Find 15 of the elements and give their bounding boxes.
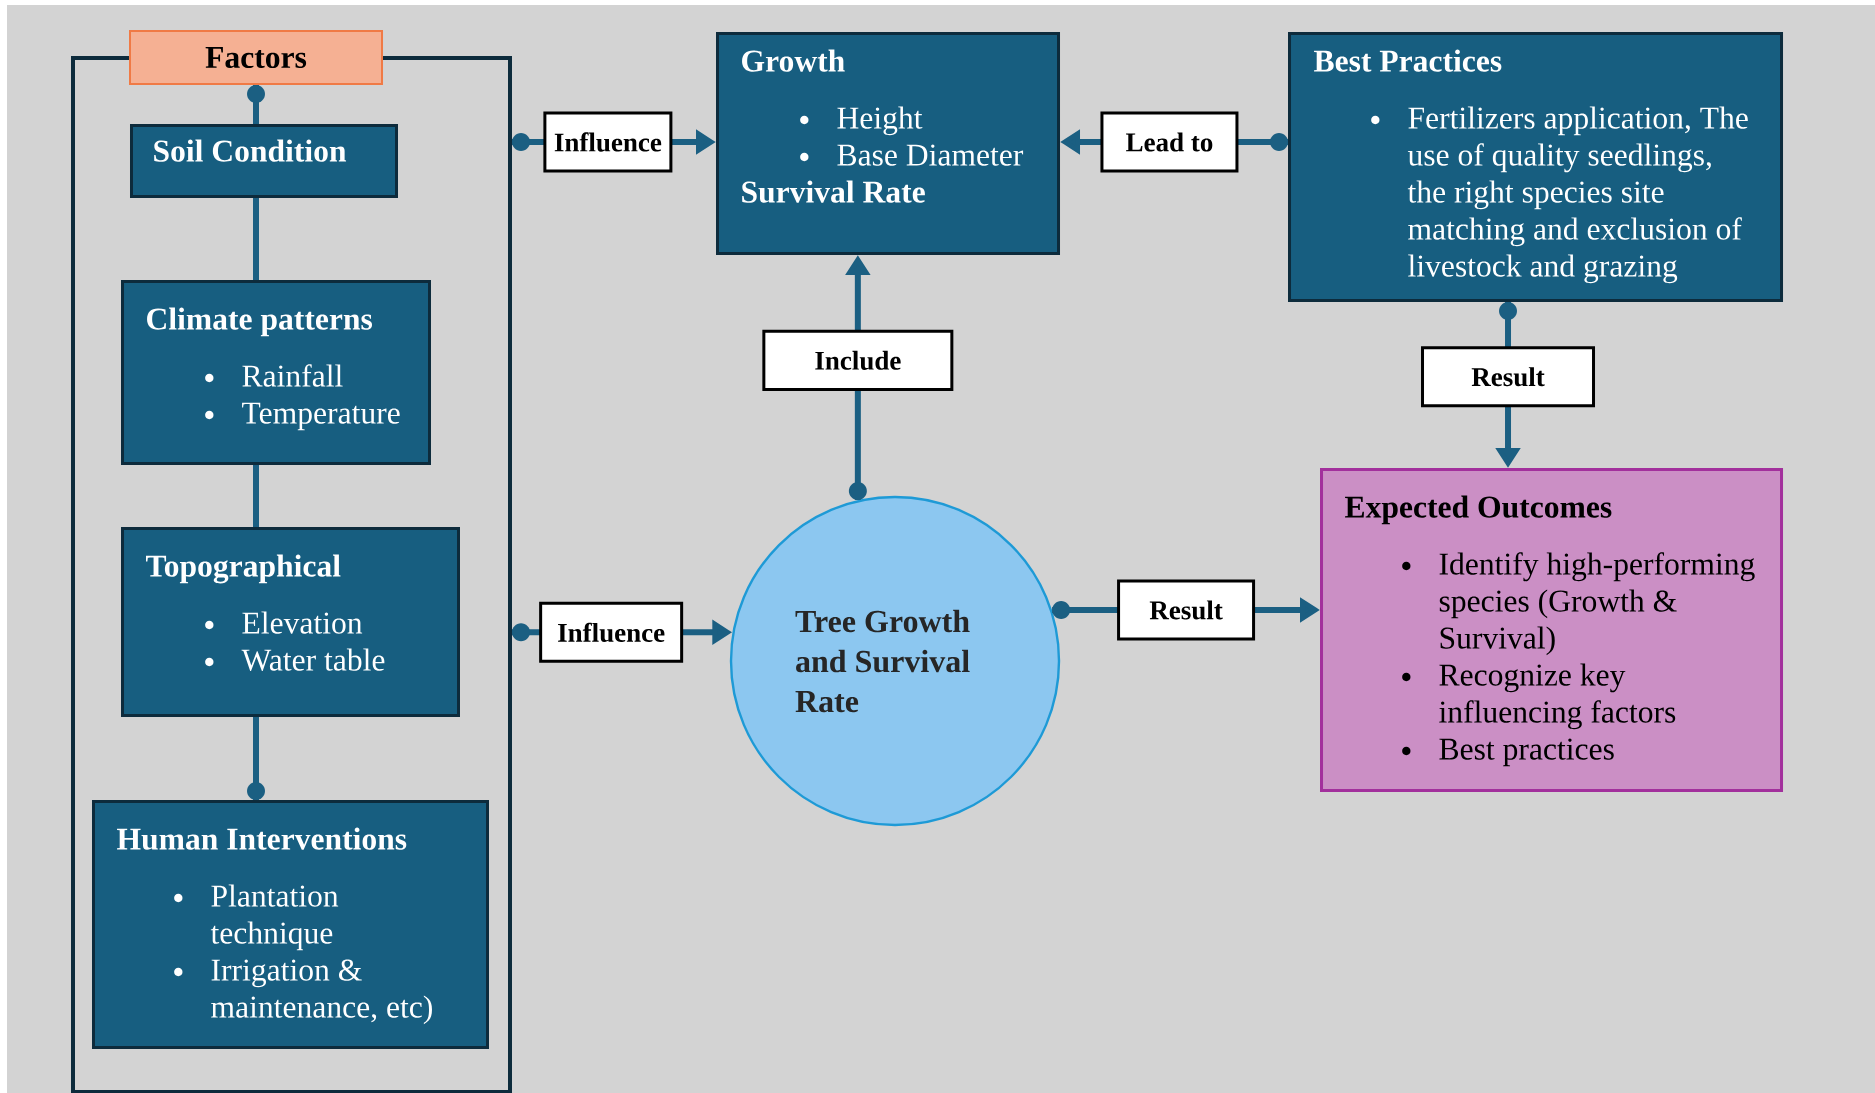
connector-line [247,85,265,124]
process-box: Climate patterns Rainfall Temperature [121,280,431,465]
edge-label: Include [762,329,954,391]
process-box: Growth Height Base Diameter Survival Rate [716,32,1060,255]
edge-label: Influence [539,601,684,663]
edge-label: Result [1117,579,1256,641]
process-box: Topographical Elevation Water table [121,527,460,717]
edge-label: Result [1421,346,1595,408]
edge-label: Influence [543,111,673,173]
connector-line [247,717,265,800]
process-box: Best Practices Fertilizers application, The use of quality seedlings, the right species site matching and exclusion of livestock and grazing [1288,32,1783,302]
process-box: Human Interventions Plantation technique Irrigation & maintenance, etc) [92,800,489,1049]
outcome-box: Expected Outcomes Identify high-performing species (Growth & Survival) Recognize key influencing factors Best practices [1320,468,1783,792]
edge-label: Lead to [1100,111,1239,173]
process-box: Soil Condition [130,124,398,198]
